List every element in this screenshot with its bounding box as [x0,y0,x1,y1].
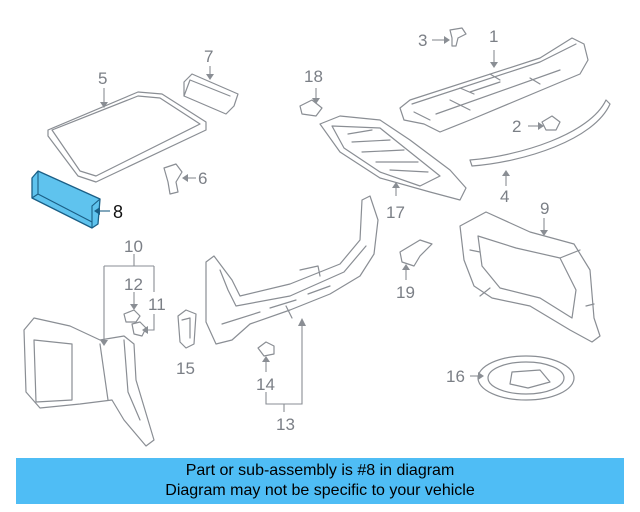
callout-13: 13 [276,415,295,434]
part-8-highlighted [31,170,110,229]
part-7-block [183,66,239,115]
info-banner: Part or sub-assembly is #8 in diagram Di… [16,458,624,504]
callout-2: 2 [512,117,522,136]
callout-9: 9 [540,199,550,218]
part-6-clip [163,163,196,195]
parts-diagram [23,27,611,447]
callout-13-bracket [265,318,306,412]
part-17-upper-trim [319,115,467,201]
callout-8: 8 [113,202,124,222]
callout-17: 17 [386,203,405,222]
callout-18: 18 [304,67,323,86]
part-11-clip [131,321,147,337]
callout-7: 7 [204,47,214,66]
callout-15: 15 [176,359,195,378]
part-1-package-tray [399,37,589,133]
part-4-strip [469,99,611,186]
callout-11: 11 [148,295,166,314]
part-9-side-panel [459,211,601,343]
callout-14: 14 [256,375,275,394]
callout-12: 12 [124,275,143,294]
callout-16: 16 [446,367,465,386]
banner-line-1: Part or sub-assembly is #8 in diagram [185,462,455,479]
part-19-bracket [399,239,433,280]
callout-1: 1 [489,27,499,46]
callout-19: 19 [396,283,415,302]
part-10-left-panel [23,317,155,447]
part-16-ring [470,355,575,401]
callout-6: 6 [198,169,208,188]
callout-10-bracket [100,254,155,346]
callout-5: 5 [98,69,108,88]
banner-line-2: Diagram may not be specific to your vehi… [165,482,475,499]
part-12-clip [123,309,141,323]
part-2-clip [528,115,561,131]
part-18-clip [299,88,323,117]
part-14-grommet [257,341,275,372]
part-3-pin [432,27,467,47]
part-5-cargo-mat [47,88,207,183]
callout-3: 3 [418,31,428,50]
callout-4: 4 [500,187,510,206]
part-15-clip [177,309,197,349]
part-13-lower-trim [205,195,379,345]
callout-10: 10 [124,237,143,256]
